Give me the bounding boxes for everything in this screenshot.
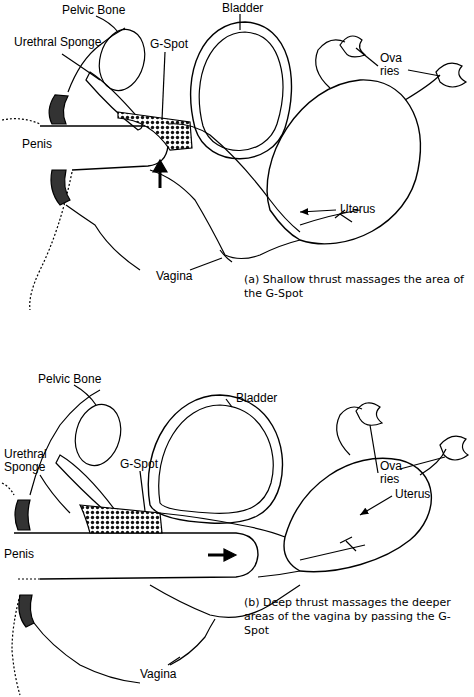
part-label: Ova ries (380, 460, 414, 486)
part-label: Uterus (395, 488, 430, 501)
part-label: G-Spot (120, 458, 158, 471)
part-label: Bladder (236, 392, 277, 405)
part-label: Penis (4, 548, 34, 561)
part-label: Urethral Sponge (14, 36, 101, 49)
caption-text: (a) Shallow thrust massages the area of … (244, 273, 464, 301)
part-label: Uterus (340, 203, 375, 216)
part-label: Ova ries (380, 52, 414, 78)
part-label: Penis (22, 138, 52, 151)
part-label: G-Spot (150, 38, 188, 51)
caption-text: (b) Deep thrust massages the deeper area… (244, 596, 464, 638)
part-label: Vagina (156, 270, 192, 283)
part-label: Vagina (140, 668, 176, 681)
part-label: Bladder (222, 2, 263, 15)
part-label: Urethral Sponge (4, 448, 64, 474)
part-label: Pelvic Bone (62, 4, 125, 17)
part-label: Pelvic Bone (38, 373, 101, 386)
